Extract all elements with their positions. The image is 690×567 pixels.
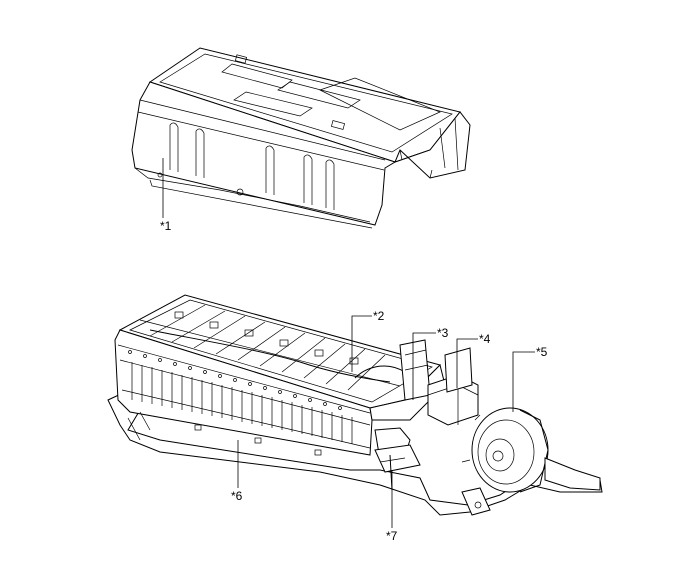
leader-lines <box>162 158 535 528</box>
battery-cover <box>131 47 471 229</box>
callout-label-7: *7 <box>386 529 398 543</box>
callout-label-4: *4 <box>479 332 491 346</box>
callout-label-5: *5 <box>536 345 548 359</box>
callout-label-6: *6 <box>231 489 243 503</box>
callout-label-3: *3 <box>437 326 449 340</box>
callout-label-2: *2 <box>373 309 385 323</box>
blower-fan <box>461 407 549 497</box>
callout-labels: *1 *2 *3 *4 *5 *6 *7 <box>160 219 548 543</box>
callout-label-1: *1 <box>160 219 172 233</box>
battery-assembly <box>107 294 603 516</box>
